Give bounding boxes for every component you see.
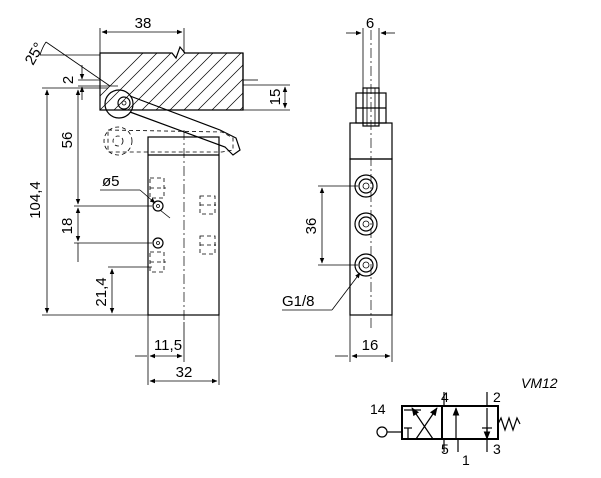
dim-104-4-label: 104,4	[27, 181, 44, 219]
dim-56: 56	[59, 87, 108, 205]
port-14-label: 14	[370, 401, 386, 417]
cam-plate	[99, 45, 258, 111]
dim-g18-label: G1/8	[282, 293, 315, 310]
dim-g18: G1/8	[282, 272, 361, 311]
dim-18-label: 18	[59, 218, 76, 235]
roller-lever-rest	[103, 126, 234, 156]
dim-36: 36	[303, 185, 358, 266]
port-5-label: 5	[441, 441, 449, 457]
dim-21-4-label: 21,4	[93, 277, 110, 306]
port-middle	[354, 212, 378, 236]
dim-5-label: ø5	[102, 173, 120, 190]
dim-36-label: 36	[303, 218, 320, 235]
dim-hole-5: ø5	[100, 173, 156, 204]
port-2-label: 2	[493, 389, 501, 405]
dim-56-label: 56	[59, 132, 76, 149]
port-3-label: 3	[493, 441, 501, 457]
dim-6-label: 6	[366, 15, 374, 32]
dim-2: 2	[60, 65, 118, 100]
dim-104-4: 104,4	[27, 87, 148, 316]
dim-32-label: 32	[176, 364, 193, 381]
dim-11-5: 11,5	[135, 315, 185, 385]
dim-38-label: 38	[135, 15, 152, 32]
dim-32: 32	[149, 315, 220, 385]
dim-16-label: 16	[362, 337, 379, 354]
port-bottom	[354, 253, 378, 277]
model-label: VM12	[521, 375, 558, 391]
side-view: 6 36 G1/8 16	[282, 15, 395, 362]
dim-15-label: 15	[267, 89, 284, 106]
dim-25-label: 25°	[22, 40, 48, 68]
valve-box-right	[441, 405, 499, 440]
spring-icon	[497, 416, 521, 432]
roller-lever	[104, 89, 241, 156]
dim-16: 16	[335, 315, 393, 362]
dim-6: 6	[346, 15, 395, 88]
dim-15: 15	[243, 84, 290, 111]
dim-2-label: 2	[60, 76, 77, 84]
port-4-label: 4	[441, 389, 449, 405]
dim-11-5-label: 11,5	[154, 337, 182, 354]
roller-fork	[349, 30, 393, 330]
dim-38: 38	[99, 15, 185, 53]
pneumatic-symbol: VM12 14 4 2 5 1 3	[370, 375, 558, 468]
dim-21-4: 21,4	[93, 266, 152, 314]
dim-18: 18	[59, 205, 152, 262]
roller-actuator	[376, 426, 402, 438]
valve-body	[147, 130, 220, 322]
front-view: 38 25° 2 15 56	[22, 15, 290, 385]
port-top	[354, 174, 378, 198]
port-1-label: 1	[462, 452, 470, 468]
